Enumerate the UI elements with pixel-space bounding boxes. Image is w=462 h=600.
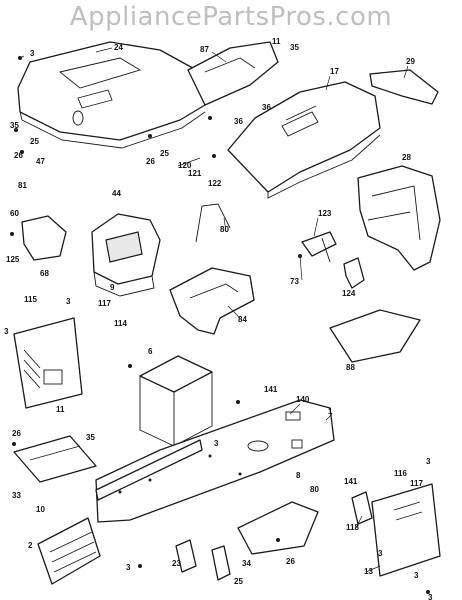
callout-label: 6 [148,347,153,356]
callout-label: 26 [12,429,21,438]
callout-label: 3 [66,297,71,306]
bracket-123-part[interactable] [301,231,337,263]
callout-label: 141 [264,385,278,394]
callout-label: 35 [290,43,299,52]
callout-label: 80 [220,225,229,234]
callout-label: 141 [344,477,358,486]
callout-label: 23 [172,559,181,568]
callout-label: 140 [296,395,310,404]
callout-label: 35 [86,433,95,442]
callout-label: 117 [98,299,111,308]
panel-88-part[interactable] [329,309,421,363]
callout-label: 9 [110,283,115,292]
bracket-29-part[interactable] [369,69,439,105]
callout-label: 60 [10,209,19,218]
dash-panel-part[interactable] [187,41,279,106]
callout-label: 3 [378,549,383,558]
callout-label: 117 [410,479,423,488]
callout-label: 3 [126,563,131,572]
callout-label: 87 [200,45,209,54]
callout-label: 118 [346,523,359,532]
callout-label: 84 [238,315,247,324]
callout-label: 24 [114,43,123,52]
callout-label: 8 [296,471,301,480]
side-panel-left-part[interactable] [13,317,83,409]
hood-part[interactable] [17,41,206,149]
watermark-text: AppliancePartsPros.com [69,2,393,32]
callout-label: 25 [160,149,169,158]
callout-label: 3 [426,457,431,466]
leader-lines [19,47,409,573]
callout-label: 28 [402,153,411,162]
bracket-124-part[interactable] [343,257,365,289]
callout-label: 122 [208,179,222,188]
frame-rail-part[interactable] [95,439,203,501]
callout-label: 17 [330,67,339,76]
callout-label: 11 [56,405,65,414]
bracket-39-part[interactable] [211,545,231,581]
dash-housing-part[interactable] [91,213,161,297]
callout-label: 116 [394,469,407,478]
callout-label: 1 [328,407,333,416]
grille-shroud-part[interactable] [357,165,441,271]
callout-label: 36 [262,103,271,112]
mount-84-part[interactable] [169,267,255,335]
callout-label: 125 [6,255,20,264]
callout-label: 73 [290,277,299,286]
cover-68-part[interactable] [21,215,67,261]
callout-label: 3 [4,327,9,336]
callout-label: 68 [40,269,49,278]
callout-label: 3 [414,571,419,580]
callout-label: 36 [234,117,243,126]
callout-label: 47 [36,157,45,166]
callout-label: 88 [346,363,355,372]
callout-label: 33 [12,491,21,500]
callout-label: 120 [178,161,192,170]
hood-body-part[interactable] [227,81,381,199]
callout-label: 10 [36,505,45,514]
callout-label: 35 [10,121,19,130]
callout-label: 29 [406,57,415,66]
bracket-118-part[interactable] [351,491,373,525]
callout-label: 11 [272,37,281,46]
footrest-left-part[interactable] [13,435,97,483]
callout-label: 3 [214,439,219,448]
callout-label: 114 [114,319,127,328]
rod-80-part[interactable] [195,203,231,243]
callout-label: 3 [428,593,433,600]
callout-labels: 3 24 87 11 35 17 29 36 35 26 25 26 25 47… [4,37,433,600]
callout-label: 80 [310,485,319,494]
callout-label: 26 [146,157,155,166]
callout-label: 123 [318,209,332,218]
callout-label: 13 [364,567,373,576]
main-frame-part[interactable] [95,399,335,523]
callout-label: 115 [24,295,37,304]
side-panel-right-part[interactable] [371,483,441,577]
callout-label: 81 [18,181,27,190]
callout-label: 26 [14,151,23,160]
callout-label: 44 [112,189,121,198]
callout-label: 3 [30,49,35,58]
callout-label: 121 [188,169,202,178]
callout-label: 124 [342,289,356,298]
callout-label: 2 [28,541,33,550]
lower-grille-part[interactable] [37,517,101,585]
callout-label: 25 [30,137,39,146]
callout-label: 26 [286,557,295,566]
console-6-part[interactable] [139,355,213,447]
callout-label: 34 [242,559,251,568]
bracket-28-part[interactable] [175,539,197,573]
callout-label: 25 [234,577,243,586]
footrest-right-part[interactable] [237,501,319,555]
